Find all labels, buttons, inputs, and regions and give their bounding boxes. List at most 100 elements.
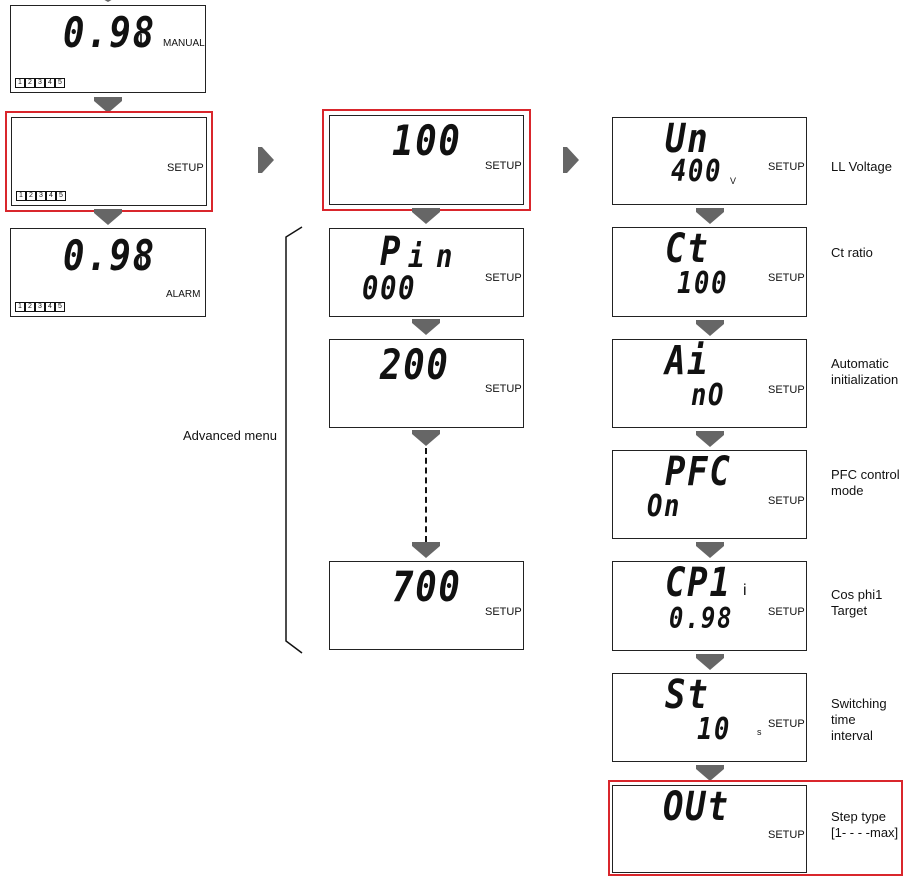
cp1-description-2: Target — [831, 603, 868, 618]
ct-description: Ct ratio — [831, 245, 873, 260]
cp1-mode-label: SETUP — [768, 606, 805, 618]
pin-code-p: P — [380, 229, 403, 275]
step-indicator: 5 — [55, 302, 65, 312]
display-cp1[interactable]: CP1 i 0.98 SETUP — [612, 560, 807, 651]
arrow-un-to-ct — [696, 208, 724, 224]
ct-code: Ct — [665, 226, 710, 272]
pin-code-n: n — [436, 237, 455, 275]
step-indicator: 2 — [25, 302, 35, 312]
un-code: Un — [665, 116, 710, 162]
step-indicator: 5 — [56, 191, 66, 201]
display-menu100[interactable]: 100 SETUP — [329, 115, 524, 205]
arrow-pfc-to-cp1 — [696, 542, 724, 558]
arrow-menu-to-params — [563, 147, 579, 173]
step-indicator: 1 — [15, 302, 25, 312]
pfc-description-2: mode — [831, 483, 864, 498]
menu200-code: 200 — [380, 340, 450, 389]
arrow-200-continue — [412, 430, 440, 446]
manual-mode-label: MANUAL — [163, 38, 205, 49]
ai-code: Ai — [665, 338, 710, 384]
ai-description-1: Automatic — [831, 356, 889, 371]
step-indicator: 4 — [45, 302, 55, 312]
setup-mode-label: SETUP — [167, 162, 204, 174]
st-description-3: interval — [831, 728, 873, 743]
menu100-code: 100 — [392, 116, 462, 165]
display-pin[interactable]: P i n 000 SETUP — [329, 228, 524, 317]
step-indicator: 3 — [35, 78, 45, 88]
display-menu700[interactable]: 700 SETUP — [329, 561, 524, 650]
cp1-value: 0.98 — [669, 602, 734, 635]
menu700-code: 700 — [392, 562, 462, 611]
st-value: 10 — [697, 712, 732, 747]
display-out[interactable]: OUt SETUP — [612, 784, 807, 873]
alarm-steps: 1 2 3 4 5 — [15, 302, 65, 312]
step-indicator: 4 — [46, 191, 56, 201]
arrow-pin-to-200 — [412, 319, 440, 335]
arrow-ct-to-ai — [696, 320, 724, 336]
un-description: LL Voltage — [831, 159, 892, 174]
ai-value: nO — [691, 378, 726, 413]
display-st[interactable]: St 10 s SETUP — [612, 672, 807, 762]
setup-steps: 1 2 3 4 5 — [16, 191, 66, 201]
menu100-mode-label: SETUP — [485, 160, 522, 172]
display-setup[interactable]: SETUP 1 2 3 4 5 — [11, 117, 207, 206]
pin-value: 000 — [362, 269, 417, 307]
st-description-1: Switching — [831, 696, 887, 711]
display-manual: 0.98 i MANUAL 1 2 3 4 5 — [10, 5, 206, 93]
arrow-st-to-out — [696, 765, 724, 781]
step-indicator: 2 — [25, 78, 35, 88]
pfc-description-1: PFC control — [831, 467, 900, 482]
un-value: 400 — [671, 154, 723, 189]
arrow-ai-to-pfc — [696, 431, 724, 447]
ct-mode-label: SETUP — [768, 272, 805, 284]
st-code: St — [665, 672, 710, 718]
alarm-mode-label: ALARM — [166, 289, 201, 300]
alarm-value-unit: i — [139, 251, 143, 271]
pin-code-i: i — [408, 237, 427, 275]
advanced-menu-bracket — [285, 226, 303, 654]
un-mode-label: SETUP — [768, 161, 805, 173]
ai-mode-label: SETUP — [768, 384, 805, 396]
step-indicator: 1 — [15, 78, 25, 88]
menu700-mode-label: SETUP — [485, 606, 522, 618]
step-indicator: 2 — [26, 191, 36, 201]
pfc-code: PFC — [665, 449, 732, 495]
cp1-description-1: Cos phi1 — [831, 587, 883, 602]
display-pfc[interactable]: PFC On SETUP — [612, 449, 807, 539]
arrow-setup-to-alarm — [94, 209, 122, 225]
out-code: OUt — [663, 784, 730, 830]
arrow-100-to-pin — [412, 208, 440, 224]
arrow-setup-to-menu — [258, 147, 274, 173]
display-un[interactable]: Un 400 V SETUP — [612, 116, 807, 205]
display-menu200[interactable]: 200 SETUP — [329, 339, 524, 428]
menu200-mode-label: SETUP — [485, 383, 522, 395]
step-indicator: 4 — [45, 78, 55, 88]
dashed-connector — [425, 448, 427, 542]
alarm-value: 0.98 — [63, 231, 156, 280]
st-description-2: time — [831, 712, 856, 727]
arrow-to-700 — [412, 542, 440, 558]
highlight-out — [608, 780, 903, 876]
display-alarm: 0.98 i ALARM 1 2 3 4 5 — [10, 228, 206, 317]
out-description-2: [1- - - -max] — [831, 825, 899, 840]
arrow-cp1-to-st — [696, 654, 724, 670]
manual-steps: 1 2 3 4 5 — [15, 78, 65, 88]
out-description-1: Step type — [831, 809, 886, 824]
pin-mode-label: SETUP — [485, 272, 522, 284]
ct-value: 100 — [677, 266, 729, 301]
advanced-menu-label: Advanced menu — [183, 428, 277, 443]
step-indicator: 1 — [16, 191, 26, 201]
display-ai[interactable]: Ai nO SETUP — [612, 338, 807, 428]
st-unit: s — [757, 727, 762, 737]
arrow-manual-to-setup — [94, 97, 122, 113]
out-mode-label: SETUP — [768, 829, 805, 841]
pfc-mode-label: SETUP — [768, 495, 805, 507]
display-ct[interactable]: Ct 100 SETUP — [612, 226, 807, 317]
manual-value-unit: i — [139, 28, 143, 48]
pfc-value: On — [647, 489, 682, 524]
arrow-top — [94, 0, 122, 2]
step-indicator: 5 — [55, 78, 65, 88]
step-indicator: 3 — [35, 302, 45, 312]
cp1-code: CP1 — [665, 560, 732, 606]
manual-value: 0.98 — [63, 8, 156, 57]
